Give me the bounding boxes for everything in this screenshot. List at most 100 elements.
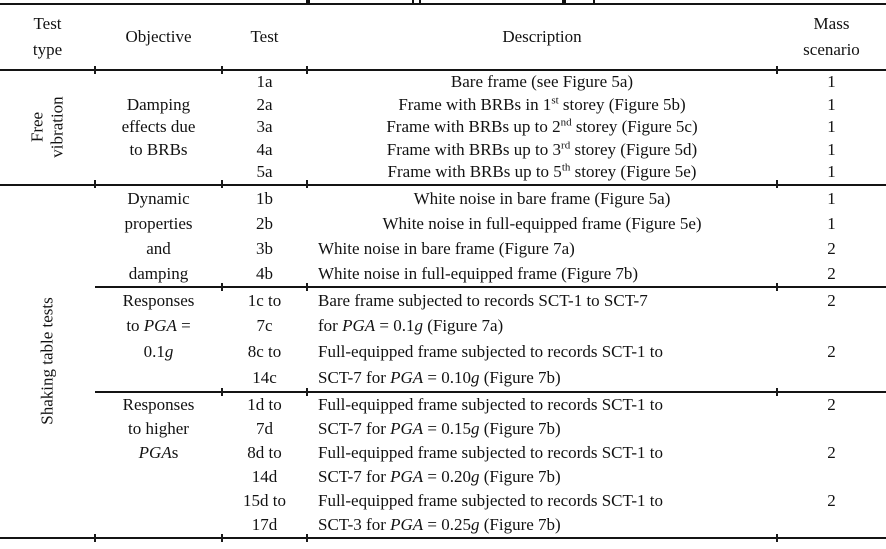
mass-scenario-value: 2 <box>827 394 836 414</box>
rule-junction-tick <box>306 66 308 74</box>
rule-junction-tick <box>776 66 778 74</box>
table-row: Free vibration Damping effects due to BR… <box>0 70 886 186</box>
test-id-line2: 17d <box>251 514 278 534</box>
objective-line: to PGA = <box>126 316 191 336</box>
rule-junction-tick <box>306 283 308 291</box>
caption-remnant-mark <box>562 0 566 5</box>
caption-remnant-mark <box>306 0 310 4</box>
table-row: 3a Frame with BRBs up to 2nd storey (Fig… <box>0 116 886 139</box>
table-row: 4a Frame with BRBs up to 3rd storey (Fig… <box>0 139 886 162</box>
header-objective: Objective <box>95 4 222 71</box>
test-id-range: 15d to 17d <box>222 489 307 538</box>
header-mass-scenario: Mass scenario <box>777 4 886 71</box>
table-row: 8c to 14c Full-equipped frame subjected … <box>0 339 886 393</box>
test-id-line1: 8c to <box>247 342 282 362</box>
test-id: 4a <box>256 139 273 159</box>
test-id-range: 8c to 14c <box>222 339 307 393</box>
rule-junction-tick <box>221 534 223 542</box>
mass-scenario-value: 2 <box>777 260 886 288</box>
mass-scenario-value: 1 <box>777 161 886 186</box>
test-id: 1a <box>256 72 273 91</box>
rule-junction-tick <box>306 534 308 542</box>
mass-scenario-value: 2 <box>827 490 836 510</box>
test-description: Full-equipped frame subjected to records… <box>307 441 777 489</box>
mass-scenario-value: 2 <box>827 442 836 462</box>
objective-line: to BRBs <box>129 139 188 159</box>
mass-scenario-value: 1 <box>827 213 836 233</box>
objective-line: Responses <box>122 290 195 310</box>
description-line2: SCT-7 for PGA = 0.10g (Figure 7b) <box>318 367 561 387</box>
header-test-type: Test type <box>0 4 95 71</box>
table-row: 15d to 17d Full-equipped frame subjected… <box>0 489 886 538</box>
table-row: 5a Frame with BRBs up to 5th storey (Fig… <box>0 161 886 186</box>
free-vibration-label: Free vibration <box>27 97 67 158</box>
test-id: 4b <box>222 260 307 288</box>
rule-junction-tick <box>306 180 308 188</box>
rotated-label-wrap: Free vibration <box>0 72 95 183</box>
objective-line: and <box>146 238 171 258</box>
rule-junction-tick <box>776 534 778 542</box>
description-line1: Full-equipped frame subjected to records… <box>318 394 663 414</box>
test-description: White noise in full-equipped frame (Figu… <box>382 213 702 233</box>
mass-scenario-value: 2 <box>827 238 836 258</box>
header-test-type-line2: type <box>32 40 63 59</box>
test-id: 1b <box>256 188 273 208</box>
test-description: White noise in bare frame (Figure 5a) <box>413 188 671 208</box>
test-id: 3b <box>256 238 273 258</box>
section-label-free-vibration: Free vibration <box>0 70 95 186</box>
objective-dynamic-properties: Dynamic properties and damping <box>95 184 222 288</box>
description-line2: SCT-3 for PGA = 0.25g (Figure 7b) <box>318 514 561 534</box>
table-row: 3b White noise in bare frame (Figure 7a)… <box>0 236 886 261</box>
description-line1: Full-equipped frame subjected to records… <box>318 490 663 510</box>
test-description: Frame with BRBs up to 3rd storey (Figure… <box>386 138 698 159</box>
header-test: Test <box>222 4 307 71</box>
table-row: 2b White noise in full-equipped frame (F… <box>0 211 886 236</box>
test-description: Full-equipped frame subjected to records… <box>307 392 777 441</box>
rule-junction-tick <box>221 180 223 188</box>
table-row: 8d to 14d Full-equipped frame subjected … <box>0 441 886 489</box>
caption-remnant-mark <box>593 0 595 3</box>
test-description: Full-equipped frame subjected to records… <box>307 339 777 393</box>
description-line1: Full-equipped frame subjected to records… <box>318 442 663 462</box>
objective-damping-effects: Damping effects due to BRBs <box>95 70 222 186</box>
description-line1: Bare frame subjected to records SCT-1 to… <box>318 290 648 310</box>
table-row: 2a Frame with BRBs in 1st storey (Figure… <box>0 94 886 117</box>
rotated-label-wrap: Shaking table tests <box>0 186 95 536</box>
rule-junction-tick <box>94 534 96 542</box>
header-description: Description <box>307 4 777 71</box>
rule-junction-tick <box>776 180 778 188</box>
rule-junction-tick <box>221 66 223 74</box>
mass-scenario-value: 1 <box>827 94 836 114</box>
caption-remnant-mark <box>412 0 414 3</box>
header-mass-line1: Mass <box>813 14 850 33</box>
test-id: 2a <box>256 94 273 114</box>
objective-line: PGAs <box>138 442 179 462</box>
test-description: Frame with BRBs in 1st storey (Figure 5b… <box>398 93 686 114</box>
description-line1: Full-equipped frame subjected to records… <box>318 342 663 362</box>
test-id-line1: 1d to <box>247 394 282 414</box>
test-description: Bare frame subjected to records SCT-1 to… <box>307 287 777 340</box>
objective-line: properties <box>124 213 193 233</box>
table-row: Shaking table tests Dynamic properties a… <box>0 184 886 425</box>
section-label-shaking-table-tests: Shaking table tests <box>0 185 95 538</box>
objective-line: Damping <box>126 94 191 114</box>
test-id-line2: 7c <box>256 316 273 336</box>
mass-scenario-value: 2 <box>827 290 836 310</box>
description-line2: SCT-7 for PGA = 0.20g (Figure 7b) <box>318 466 561 486</box>
rule-junction-tick <box>221 388 223 396</box>
objective-line: damping <box>128 263 189 283</box>
objective-responses-higher-pgas: Responses to higher PGAs <box>95 392 222 538</box>
rule-junction-tick <box>306 388 308 396</box>
test-id-range: 8d to 14d <box>222 441 307 489</box>
header-test-type-line1: Test <box>33 14 62 33</box>
rule-junction-tick <box>221 283 223 291</box>
test-id-line2: 7d <box>256 418 273 438</box>
mass-scenario-value: 2 <box>777 339 886 393</box>
rule-junction-tick <box>776 283 778 291</box>
table-row: Responses to higher PGAs 1d to 7d Full-e… <box>0 392 886 462</box>
objective-line: to higher <box>128 418 189 438</box>
test-description: Frame with BRBs up to 2nd storey (Figure… <box>386 116 698 136</box>
caption-remnant-mark <box>419 0 421 3</box>
mass-scenario-value: 1 <box>827 139 836 159</box>
rule-junction-tick <box>94 66 96 74</box>
